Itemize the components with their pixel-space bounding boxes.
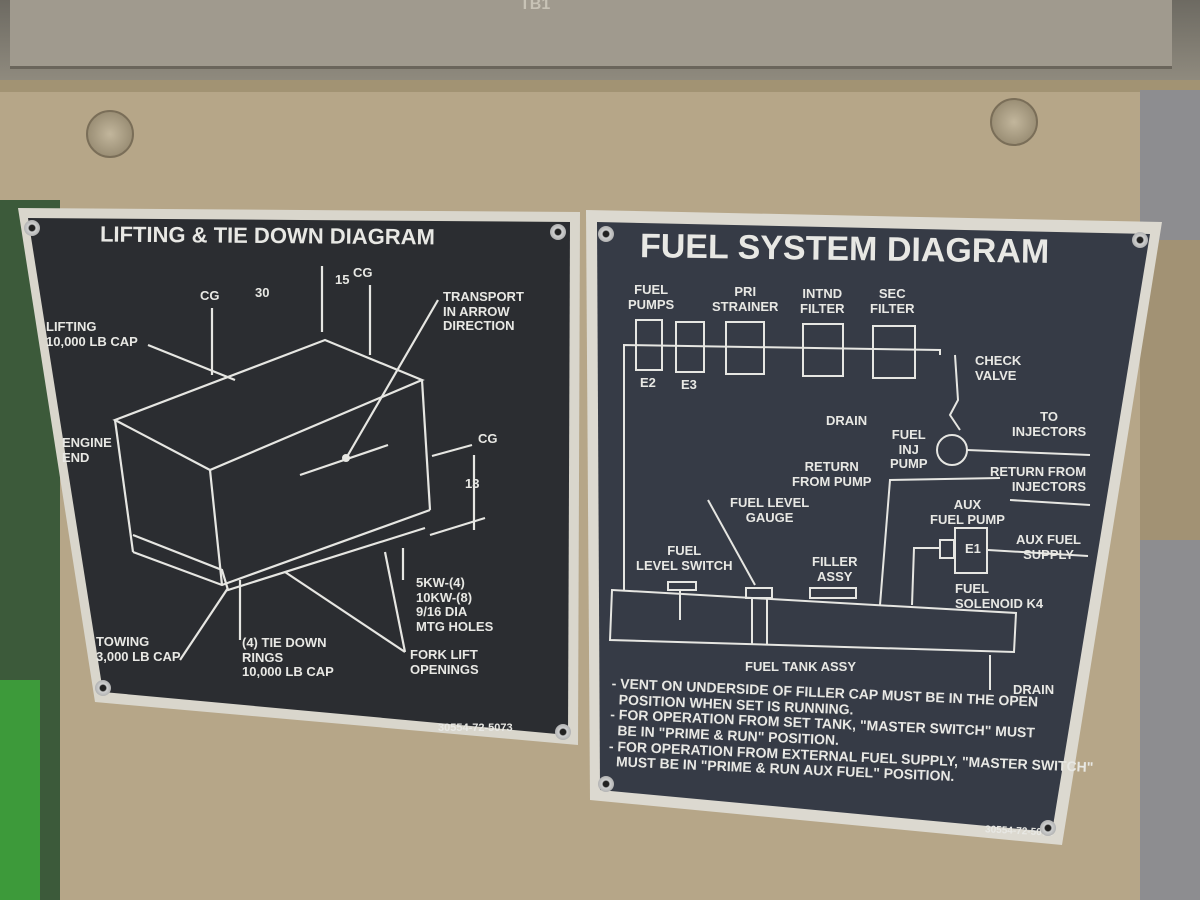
fuel-pumps-label: FUEL PUMPS (628, 282, 675, 312)
green-frame-lower (0, 680, 40, 900)
filler-assy-label: FILLER ASSY (812, 554, 858, 584)
cg-label: CG (478, 431, 498, 446)
mounting-holes-label: 5KW-(4) 10KW-(8) 9/16 DIA MTG HOLES (416, 575, 494, 634)
fuel-schematic (608, 319, 1091, 690)
intnd-filter-label: INTND FILTER (800, 286, 845, 316)
screw-icon (555, 724, 571, 740)
screw-icon (24, 220, 40, 236)
return-from-injectors-label: RETURN FROM INJECTORS (990, 464, 1087, 494)
tb1-label: TB1 (520, 0, 551, 13)
bolt-icon (990, 98, 1038, 146)
screw-icon (95, 680, 111, 696)
screw-icon (1132, 232, 1148, 248)
e2-label: E2 (640, 375, 656, 390)
housing-ledge (0, 80, 1200, 92)
screw-icon (598, 226, 614, 242)
fuel-level-switch-label: FUEL LEVEL SWITCH (636, 543, 733, 573)
e1-label: E1 (965, 541, 981, 556)
cg-label: CG (200, 288, 220, 303)
aux-fuel-pump-label: AUX FUEL PUMP (930, 497, 1005, 527)
aux-fuel-supply-label: AUX FUEL SUPPLY (1016, 532, 1081, 562)
return-from-pump-label: RETURN FROM PUMP (792, 459, 872, 489)
engine-end-label: ENGINE END (62, 435, 112, 465)
fuel-tank-assy-label: FUEL TANK ASSY (745, 659, 856, 674)
transport-label: TRANSPORT IN ARROW DIRECTION (443, 289, 524, 334)
screw-icon (598, 776, 614, 792)
drain-label: DRAIN (826, 413, 868, 428)
fuel-level-gauge-label: FUEL LEVEL GAUGE (730, 495, 810, 525)
part-number: 30554-72-5073 (438, 722, 513, 734)
fuel-solenoid-label: FUEL SOLENOID K4 (955, 581, 1044, 611)
cg-label: CG (353, 265, 373, 280)
dimension-15: 15 (335, 272, 350, 287)
fork-lift-label: FORK LIFT OPENINGS (410, 647, 479, 677)
fuel-plate-title: FUEL SYSTEM DIAGRAM (639, 227, 1050, 271)
tie-down-label: (4) TIE DOWN RINGS 10,000 LB CAP (242, 635, 334, 680)
screw-icon (1040, 820, 1056, 836)
to-injectors-label: TO INJECTORS (1012, 409, 1087, 439)
towing-label: TOWING 3,000 LB CAP (96, 634, 181, 664)
dimension-30: 30 (255, 285, 270, 300)
sec-filter-label: SEC FILTER (870, 286, 915, 316)
check-valve-label: CHECK VALVE (975, 353, 1022, 383)
bolt-icon (86, 110, 134, 158)
pri-strainer-label: PRI STRAINER (712, 284, 779, 314)
fuel-inj-pump-label: FUEL INJ PUMP (890, 427, 928, 472)
screw-icon (550, 224, 566, 240)
lifting-label: LIFTING 10,000 LB CAP (46, 319, 138, 349)
drain-label: DRAIN (1013, 682, 1055, 697)
generator-box-drawing (112, 266, 486, 661)
terminal-board-cover: TB1 (10, 0, 1172, 69)
e3-label: E3 (681, 377, 697, 392)
dimension-13: 13 (465, 476, 480, 491)
